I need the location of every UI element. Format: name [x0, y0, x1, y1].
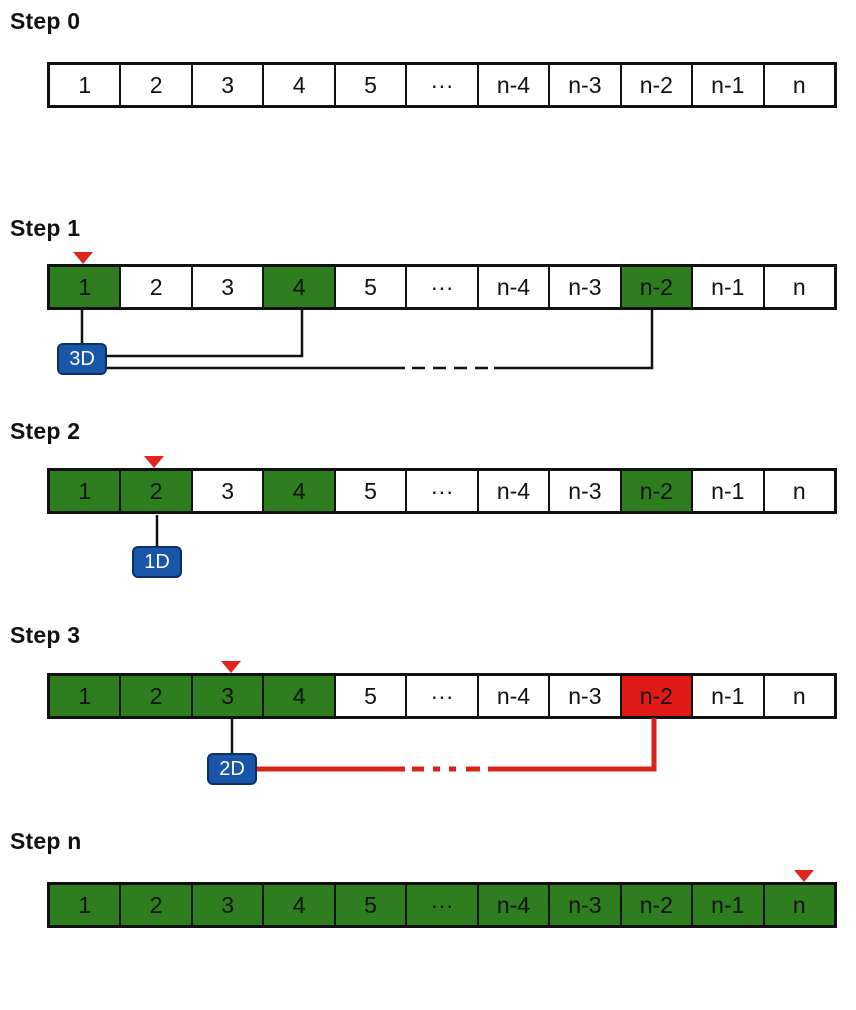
array-cell: 5: [335, 471, 408, 511]
array-cell: n-2: [621, 676, 694, 716]
array-row: 1 2 3 4 5 ··· n-4 n-3 n-2 n-1 n: [47, 62, 837, 108]
array-cell: n-1: [693, 65, 765, 105]
array-cell: 5: [335, 267, 408, 307]
array-cell: n-2: [621, 267, 694, 307]
array-cell: 1: [50, 65, 122, 105]
array-cell: 4: [264, 676, 336, 716]
array-cell: ···: [407, 676, 479, 716]
array-cell: 4: [264, 885, 336, 925]
marker-triangle: [221, 661, 241, 673]
array-cell: n: [764, 267, 834, 307]
array-cell: n-4: [478, 676, 551, 716]
array-cell: 3: [192, 267, 265, 307]
step-label: Step n: [10, 828, 82, 854]
array-cell: 4: [264, 471, 336, 511]
array-cell: n-3: [550, 885, 622, 925]
array-cell: n-4: [478, 267, 551, 307]
marker-triangle: [73, 252, 93, 264]
array-cell: 3: [192, 676, 265, 716]
step-label: Step 0: [10, 8, 81, 34]
array-cell: 5: [335, 676, 408, 716]
array-cell: n-3: [550, 65, 622, 105]
array-cell: n-2: [621, 885, 694, 925]
array-row: 1 2 3 4 5 ··· n-4 n-3 n-2 n-1 n: [47, 468, 837, 514]
array-cell: 4: [264, 65, 336, 105]
array-cell: n-3: [550, 471, 622, 511]
array-row: 1 2 3 4 5 ··· n-4 n-3 n-2 n-1 n: [47, 882, 837, 928]
array-row: 1 2 3 4 5 ··· n-4 n-3 n-2 n-1 n: [47, 673, 837, 719]
array-cell: 5: [335, 65, 408, 105]
array-cell: n-1: [693, 267, 765, 307]
array-cell: 4: [264, 267, 336, 307]
step-label: Step 1: [10, 215, 81, 241]
array-cell: n-4: [478, 65, 551, 105]
array-cell: ···: [407, 65, 479, 105]
array-cell: 2: [121, 267, 193, 307]
array-cell: 2: [121, 471, 193, 511]
array-cell: n-4: [478, 471, 551, 511]
array-cell: 3: [192, 65, 265, 105]
step-n: Step n 1 2 3 4 5 ··· n-4 n-3 n-2 n-1 n: [0, 820, 856, 1010]
array-cell: n: [764, 471, 834, 511]
array-cell: 3: [192, 471, 265, 511]
array-cell: 3: [192, 885, 265, 925]
step-0: Step 0 1 2 3 4 5 ··· n-4 n-3 n-2 n-1 n: [0, 0, 856, 190]
array-cell: ···: [407, 885, 479, 925]
marker-triangle: [794, 870, 814, 882]
step-1: Step 1 1 2 3 4 5 ··· n-4 n-3 n-2 n-1 n 3…: [0, 210, 856, 400]
array-cell: 1: [50, 885, 122, 925]
step-2: Step 2 1 2 3 4 5 ··· n-4 n-3 n-2 n-1 n 1…: [0, 412, 856, 602]
array-cell: 2: [121, 65, 193, 105]
array-cell: n-2: [621, 65, 694, 105]
array-cell: n-3: [550, 267, 622, 307]
array-row: 1 2 3 4 5 ··· n-4 n-3 n-2 n-1 n: [47, 264, 837, 310]
array-cell: n-1: [693, 471, 765, 511]
array-cell: 5: [335, 885, 408, 925]
marker-triangle: [144, 456, 164, 468]
array-cell: n-4: [478, 885, 551, 925]
array-cell: ···: [407, 267, 479, 307]
array-cell: n-1: [693, 676, 765, 716]
array-cell: ···: [407, 471, 479, 511]
array-cell: n: [764, 65, 834, 105]
decision-badge: 3D: [57, 343, 107, 375]
array-cell: 1: [50, 676, 122, 716]
decision-badge: 1D: [132, 546, 182, 578]
array-cell: n: [764, 885, 834, 925]
array-cell: n: [764, 676, 834, 716]
array-cell: n-2: [621, 471, 694, 511]
array-cell: 2: [121, 676, 193, 716]
array-cell: 1: [50, 471, 122, 511]
array-cell: 1: [50, 267, 122, 307]
step-3: Step 3 1 2 3 4 5 ··· n-4 n-3 n-2 n-1 n 2…: [0, 618, 856, 808]
array-cell: n-3: [550, 676, 622, 716]
decision-badge: 2D: [207, 753, 257, 785]
array-cell: 2: [121, 885, 193, 925]
step-label: Step 3: [10, 622, 81, 648]
step-label: Step 2: [10, 418, 81, 444]
array-cell: n-1: [693, 885, 765, 925]
